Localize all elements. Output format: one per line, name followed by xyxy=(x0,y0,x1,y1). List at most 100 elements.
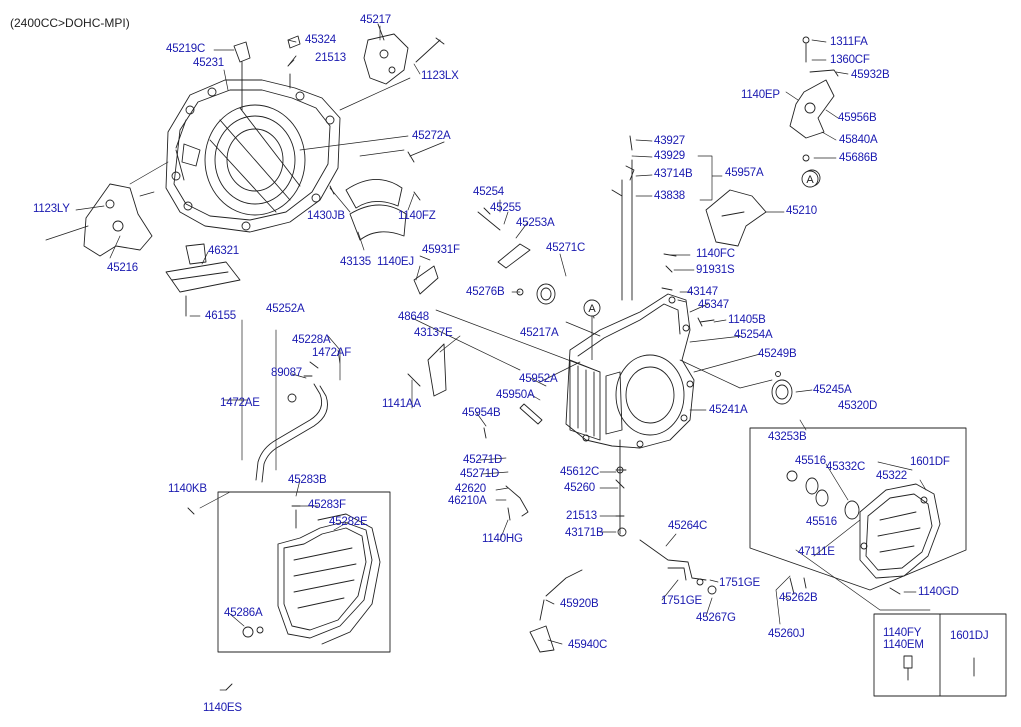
part-label[interactable]: 43135 xyxy=(340,256,371,268)
part-label[interactable]: 1751GE xyxy=(661,595,702,607)
part-label[interactable]: 45271D xyxy=(463,454,503,466)
part-label[interactable]: 45272A xyxy=(412,130,451,142)
part-label[interactable]: 43253B xyxy=(768,431,807,443)
part-label[interactable]: 48648 xyxy=(398,311,429,323)
part-label[interactable]: 45254A xyxy=(734,329,773,341)
part-label[interactable]: 45324 xyxy=(305,34,336,46)
part-label[interactable]: 1472AF xyxy=(312,347,352,359)
part-label[interactable]: 1360CF xyxy=(830,54,870,66)
part-label[interactable]: 45286A xyxy=(224,607,263,619)
part-label[interactable]: 45686B xyxy=(839,152,878,164)
part-label[interactable]: 47111E xyxy=(798,546,835,558)
part-label[interactable]: 45255 xyxy=(490,202,521,214)
part-label[interactable]: 45957A xyxy=(725,167,764,179)
part-label[interactable]: 1140EP xyxy=(741,89,780,101)
part-label[interactable]: 1311FA xyxy=(830,36,868,48)
part-label[interactable]: 1123LY xyxy=(33,203,70,215)
part-label[interactable]: 45516 xyxy=(806,516,837,528)
plate-45253a xyxy=(497,243,531,269)
part-label[interactable]: 43714B xyxy=(654,168,693,180)
part-label[interactable]: 45210 xyxy=(786,205,817,217)
part-label[interactable]: 45271C xyxy=(546,242,586,254)
part-label[interactable]: 1430JB xyxy=(307,210,345,222)
part-label[interactable]: 1601DF xyxy=(910,456,950,468)
part-label[interactable]: 45283B xyxy=(288,474,327,486)
gasket-45950a xyxy=(519,403,543,425)
part-label[interactable]: 45516 xyxy=(795,455,826,467)
part-label[interactable]: 45347 xyxy=(698,299,729,311)
part-label[interactable]: 43929 xyxy=(654,150,685,162)
part-label[interactable]: 91931S xyxy=(696,264,735,276)
seal-45217a xyxy=(536,283,556,305)
part-label[interactable]: 1140EJ xyxy=(377,256,414,268)
part-label[interactable]: 45260 xyxy=(564,482,595,494)
part-label[interactable]: 21513 xyxy=(566,510,597,522)
part-label[interactable]: 45219C xyxy=(166,43,206,55)
part-label[interactable]: 45241A xyxy=(709,404,748,416)
part-label[interactable]: 1140GD xyxy=(918,586,959,598)
part-label[interactable]: 45940C xyxy=(568,639,608,651)
part-label[interactable]: 1123LX xyxy=(421,70,459,82)
part-label[interactable]: 45249B xyxy=(758,348,797,360)
bolt-1123lx xyxy=(415,37,445,63)
part-label[interactable]: 89087 xyxy=(271,367,302,379)
seal-45332c xyxy=(844,500,860,520)
legend-label[interactable]: 1140EM xyxy=(883,639,924,651)
part-label[interactable]: 45952A xyxy=(519,373,558,385)
part-label[interactable]: 43927 xyxy=(654,135,685,147)
part-label[interactable]: 45267G xyxy=(696,612,736,624)
part-label[interactable]: 1472AE xyxy=(220,397,260,409)
part-label[interactable]: 43838 xyxy=(654,190,685,202)
part-label[interactable]: 45282E xyxy=(329,516,368,528)
part-label[interactable]: 45216 xyxy=(107,262,138,274)
part-label[interactable]: 45322 xyxy=(876,470,907,482)
part-label[interactable]: 1140FZ xyxy=(398,210,436,222)
part-label[interactable]: 45271D xyxy=(460,468,500,480)
part-label[interactable]: 1141AA xyxy=(382,398,421,410)
legend-label[interactable]: 1601DJ xyxy=(950,630,989,642)
svg-text:A: A xyxy=(588,303,596,315)
part-label[interactable]: 45612C xyxy=(560,466,600,478)
part-label[interactable]: 43137E xyxy=(414,327,453,339)
part-label[interactable]: 45228A xyxy=(292,334,331,346)
bolt-1140kb xyxy=(187,507,195,515)
part-label[interactable]: 45920B xyxy=(560,598,599,610)
part-label[interactable]: 43147 xyxy=(687,286,718,298)
part-label[interactable]: 1140HG xyxy=(482,533,523,545)
part-label[interactable]: 11405B xyxy=(728,314,766,326)
part-label[interactable]: 45217A xyxy=(520,327,559,339)
part-label[interactable]: 46155 xyxy=(205,310,236,322)
part-label[interactable]: 1751GE xyxy=(719,577,760,589)
part-label[interactable]: 45231 xyxy=(193,57,224,69)
part-label[interactable]: 45332C xyxy=(826,461,866,473)
part-label[interactable]: 45253A xyxy=(516,217,555,229)
pipe-45264c xyxy=(639,539,707,581)
part-label[interactable]: 42620 xyxy=(455,483,486,495)
part-label[interactable]: 45252A xyxy=(266,303,305,315)
part-label[interactable]: 1140ES xyxy=(203,702,242,714)
part-label[interactable]: 45262B xyxy=(779,592,818,604)
part-label[interactable]: 46210A xyxy=(448,495,487,507)
part-label[interactable]: 1140FC xyxy=(696,248,735,260)
part-label[interactable]: 45954B xyxy=(462,407,501,419)
part-label[interactable]: 46321 xyxy=(208,245,239,257)
part-label[interactable]: 45245A xyxy=(813,384,852,396)
part-label[interactable]: 45840A xyxy=(839,134,878,146)
part-label[interactable]: 45320D xyxy=(838,400,878,412)
bracket-45931f xyxy=(413,265,439,295)
part-label[interactable]: 45932B xyxy=(851,69,890,81)
part-label[interactable]: 45956B xyxy=(838,112,877,124)
part-label[interactable]: 45264C xyxy=(668,520,708,532)
legend-label[interactable]: 1140FY xyxy=(883,627,922,639)
part-label[interactable]: 45260J xyxy=(768,628,805,640)
part-label[interactable]: 45950A xyxy=(496,389,535,401)
part-label[interactable]: 43171B xyxy=(565,527,604,539)
part-label[interactable]: 45217 xyxy=(360,14,391,26)
part-label[interactable]: 45283F xyxy=(308,499,346,511)
part-label[interactable]: 1140KB xyxy=(168,483,207,495)
part-label[interactable]: 45254 xyxy=(473,186,504,198)
part-label[interactable]: 45931F xyxy=(422,244,460,256)
svg-text:A: A xyxy=(806,174,814,186)
part-label[interactable]: 45276B xyxy=(466,286,505,298)
part-label[interactable]: 21513 xyxy=(315,52,346,64)
